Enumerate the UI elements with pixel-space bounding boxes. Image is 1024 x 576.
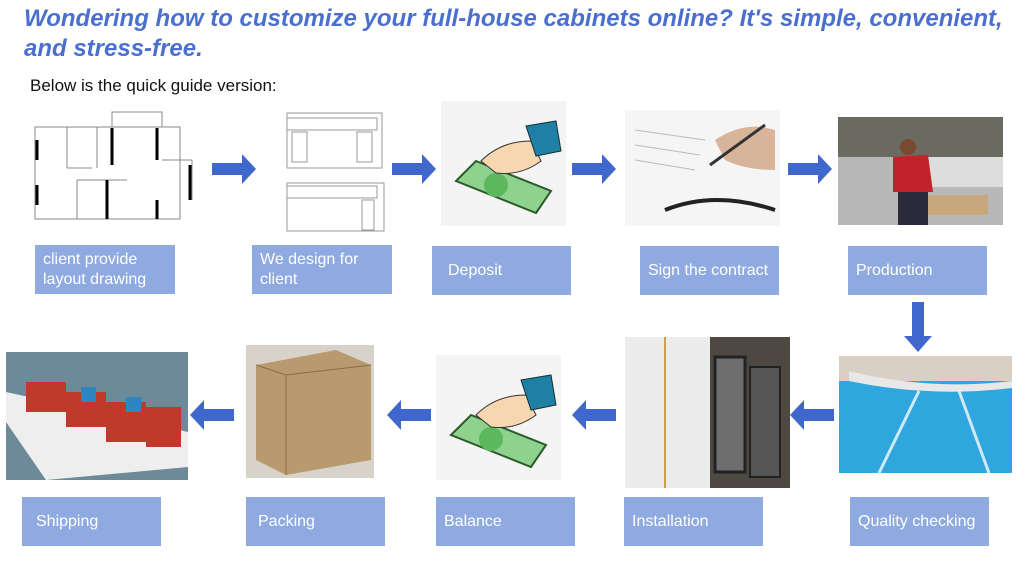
step-label-balance: Balance xyxy=(436,497,575,546)
arrow-left-icon xyxy=(572,400,616,430)
arrow-right-icon xyxy=(572,154,616,184)
hand-money-image xyxy=(436,355,561,480)
step-label-shipping: Shipping xyxy=(22,497,161,546)
cabinet-design-image xyxy=(282,108,385,232)
wardrobe-installation-image xyxy=(625,337,790,488)
cardboard-package-image xyxy=(246,345,374,478)
production-image xyxy=(838,117,1003,225)
quality-check-image xyxy=(839,356,1012,473)
step-label-installation: Installation xyxy=(624,497,763,546)
arrow-left-icon xyxy=(790,400,834,430)
arrow-down-icon xyxy=(904,302,932,352)
floor-plan-image xyxy=(22,110,205,228)
arrow-right-icon xyxy=(212,154,256,184)
hand-money-image xyxy=(441,101,566,226)
step-label-design: We design for client xyxy=(252,245,392,294)
step-label-sign-contract: Sign the contract xyxy=(640,246,779,295)
step-label-quality-checking: Quality checking xyxy=(850,497,989,546)
step-label-packing: Packing xyxy=(246,497,385,546)
arrow-left-icon xyxy=(190,400,234,430)
arrow-right-icon xyxy=(788,154,832,184)
arrow-right-icon xyxy=(392,154,436,184)
step-label-deposit: Deposit xyxy=(432,246,571,295)
page-title: Wondering how to customize your full-hou… xyxy=(24,5,1003,62)
signing-contract-image xyxy=(625,110,780,226)
container-ship-image xyxy=(6,352,188,480)
subtitle: Below is the quick guide version: xyxy=(30,76,277,95)
arrow-left-icon xyxy=(387,400,431,430)
step-label-production: Production xyxy=(848,246,987,295)
step-label-client-layout: client provide layout drawing xyxy=(35,245,175,294)
